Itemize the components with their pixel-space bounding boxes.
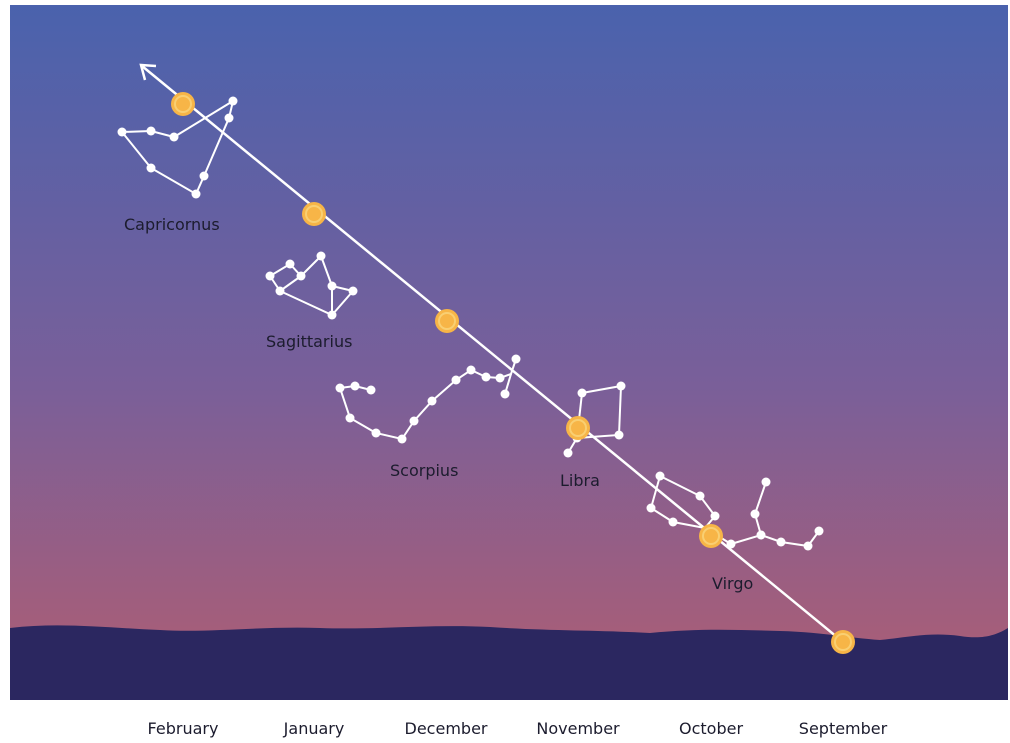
horizon-hills bbox=[10, 625, 1008, 700]
month-label-october: October bbox=[679, 719, 743, 738]
label-sagittarius: Sagittarius bbox=[266, 332, 352, 351]
label-capricornus: Capricornus bbox=[124, 215, 220, 234]
label-scorpius: Scorpius bbox=[390, 461, 458, 480]
month-label-september: September bbox=[799, 719, 888, 738]
constellation-scorpius bbox=[335, 354, 521, 444]
month-label-december: December bbox=[405, 719, 488, 738]
label-libra: Libra bbox=[560, 471, 600, 490]
month-label-january: January bbox=[283, 719, 345, 738]
arrow-head-icon bbox=[139, 63, 157, 81]
sun-icon bbox=[831, 630, 855, 654]
month-label-november: November bbox=[536, 719, 620, 738]
ecliptic-line bbox=[141, 65, 844, 643]
constellation-sagittarius bbox=[265, 251, 358, 320]
label-virgo: Virgo bbox=[712, 574, 753, 593]
sky-background bbox=[10, 5, 1008, 700]
sun-icon bbox=[171, 92, 195, 116]
sun-icon bbox=[699, 524, 723, 548]
sun-icon bbox=[302, 202, 326, 226]
constellation-libra bbox=[563, 381, 626, 458]
constellation-virgo bbox=[646, 471, 824, 551]
constellation-capricornus bbox=[117, 96, 238, 199]
sun-icon bbox=[566, 416, 590, 440]
sun-icon bbox=[435, 309, 459, 333]
month-label-february: February bbox=[148, 719, 219, 738]
